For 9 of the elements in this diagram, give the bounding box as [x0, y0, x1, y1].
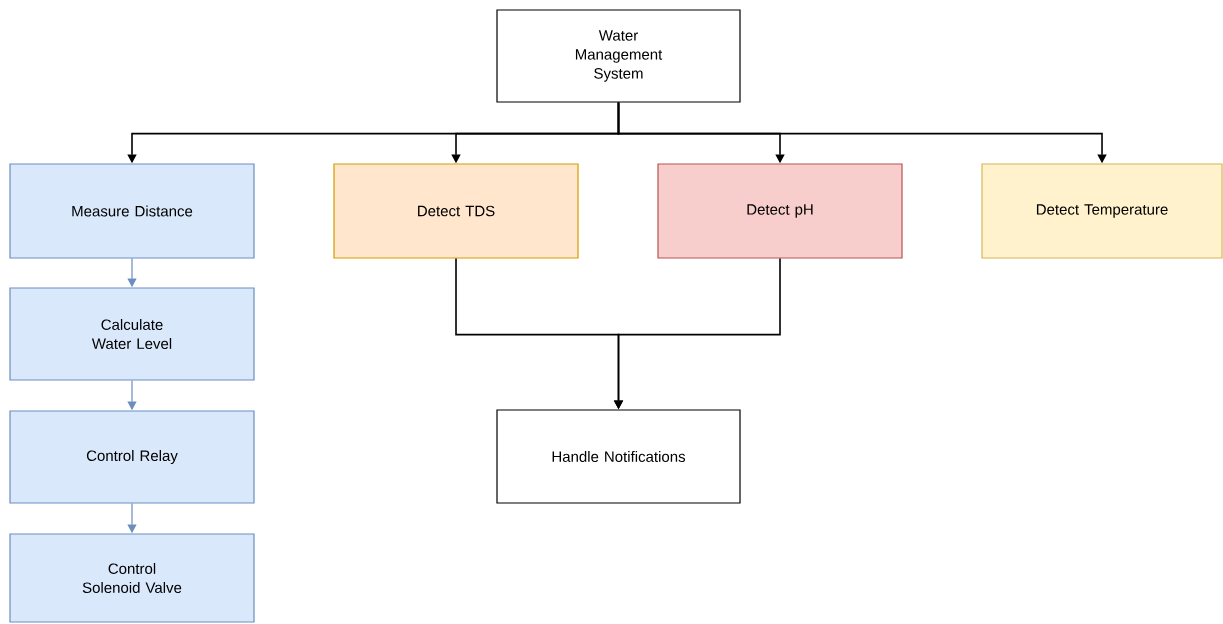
process-box: Control Solenoid Valve: [9, 533, 255, 623]
process-box: Detect Temperature: [981, 163, 1223, 259]
process-box: Water Management System: [496, 9, 741, 103]
process-box: Detect TDS: [333, 163, 579, 259]
process-box: Measure Distance: [9, 163, 255, 259]
process-box: Control Relay: [9, 410, 255, 504]
process-box: Calculate Water Level: [9, 287, 255, 381]
process-box: Detect pH: [657, 163, 903, 259]
process-box: Handle Notifications: [496, 409, 741, 504]
